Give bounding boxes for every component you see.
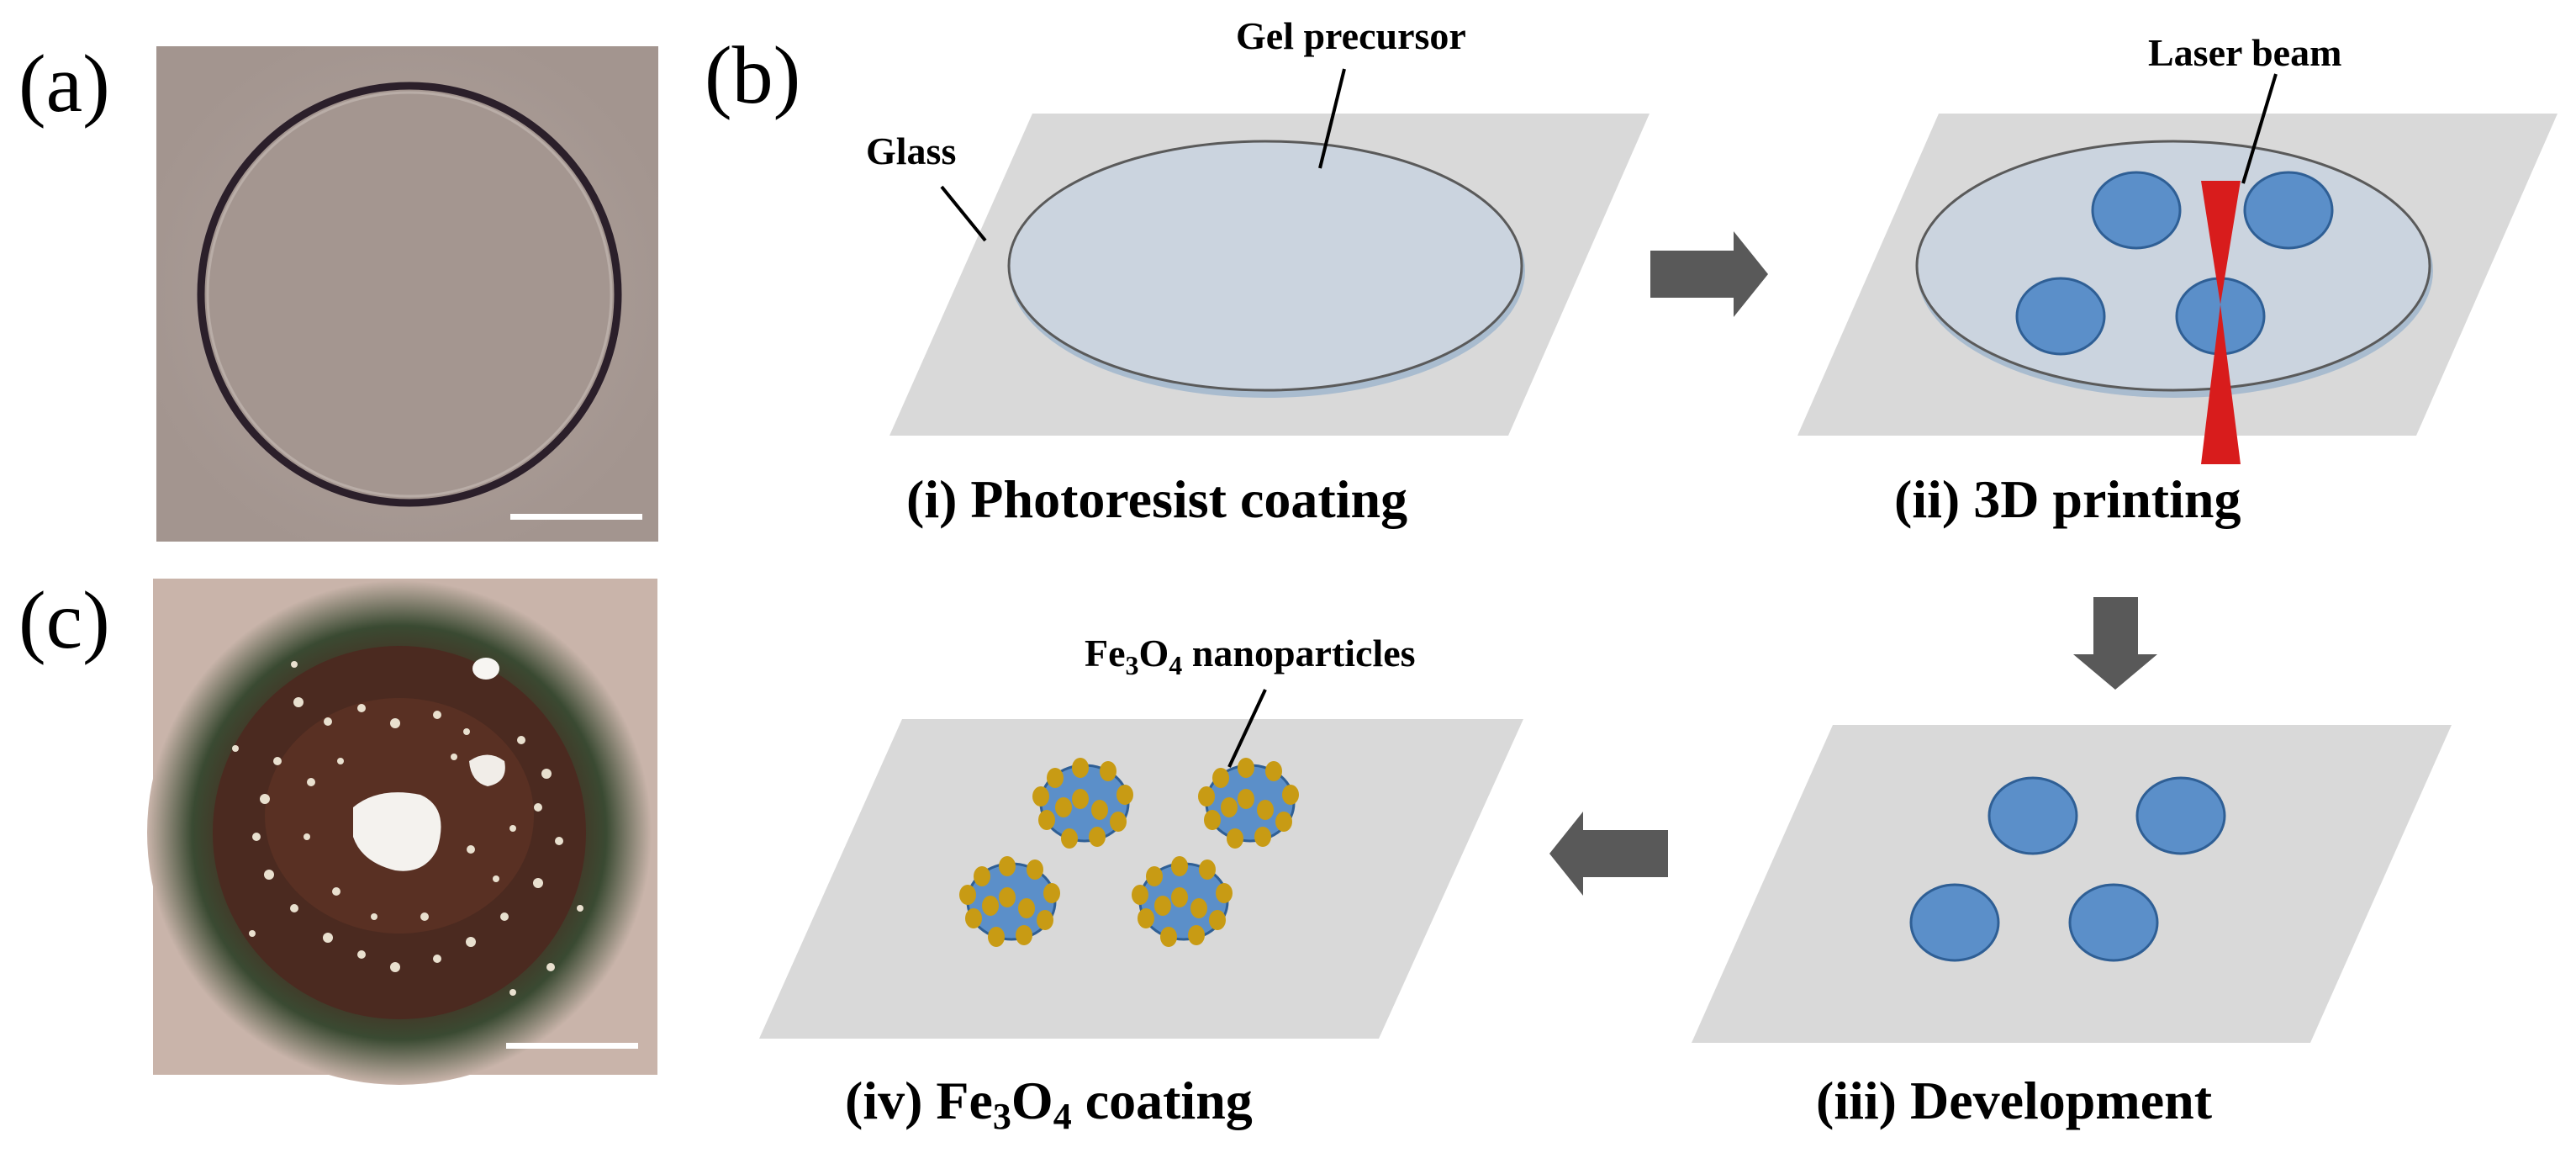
laser-beam-label: Laser beam <box>2148 31 2341 74</box>
developed-spheres <box>1909 776 2226 962</box>
nanoparticle <box>1032 786 1049 807</box>
nanoparticle <box>1204 810 1221 830</box>
nanoparticle <box>1091 800 1108 820</box>
step-2-3d-printing: Laser beam (ii) 3D printing <box>1797 31 2558 529</box>
nanoparticle <box>1138 908 1154 928</box>
nanoparticle <box>1018 898 1035 918</box>
scale-bar-c <box>506 1043 638 1049</box>
nanoparticle <box>1238 789 1254 809</box>
coated-spheres <box>959 758 1299 947</box>
glass-slide-3 <box>1692 725 2452 1043</box>
step-2-caption: (ii) 3D printing <box>1894 469 2241 529</box>
nanoparticle <box>1055 797 1072 817</box>
scale-bar-a <box>510 514 642 520</box>
panel-b-label: (b) <box>705 30 800 121</box>
nanoparticle <box>982 896 999 916</box>
nanoparticle <box>1100 761 1116 781</box>
micrograph-a <box>156 46 658 542</box>
laser-beam <box>2201 181 2241 464</box>
nanoparticle <box>1072 789 1089 809</box>
nanoparticle <box>1027 859 1043 880</box>
step-4-caption: (iv) Fe3O4 coating <box>845 1071 1253 1137</box>
nanoparticle <box>1037 910 1053 930</box>
arrow-left <box>1549 812 1668 896</box>
nanoparticle <box>1275 812 1292 832</box>
nanoparticle <box>1047 768 1064 788</box>
nanoparticle <box>1257 800 1274 820</box>
nanoparticle <box>1216 883 1233 903</box>
nanoparticle <box>1171 856 1188 876</box>
glass-slide-4 <box>759 719 1523 1039</box>
gel-layer-2 <box>1915 140 2431 392</box>
step-4-fe3o4-coating: Fe3O4 nanoparticles (iv) Fe3O4 coating <box>759 632 1523 1137</box>
nanoparticles-label: Fe3O4 nanoparticles <box>1085 632 1416 680</box>
nanoparticle <box>1132 885 1148 905</box>
panel-c-label: (c) <box>18 575 110 666</box>
glass-pointer <box>940 185 987 242</box>
nanoparticle <box>1171 887 1188 907</box>
nanoparticles-pointer <box>1227 689 1267 768</box>
nanoparticle <box>1212 768 1229 788</box>
nanoparticle <box>1072 758 1089 778</box>
step-1-caption: (i) Photoresist coating <box>906 469 1407 529</box>
nanoparticle <box>1190 898 1207 918</box>
nanoparticle <box>1227 828 1243 849</box>
nanoparticle <box>999 856 1016 876</box>
nanoparticle <box>974 866 990 886</box>
nanoparticle <box>1238 758 1254 778</box>
nanoparticle <box>1154 896 1171 916</box>
nanoparticle <box>1199 859 1216 880</box>
laser-beam-pointer <box>2241 73 2278 184</box>
gel-precursor-pointer <box>1318 68 1346 169</box>
nanoparticle <box>959 885 976 905</box>
nanoparticle <box>1061 828 1078 849</box>
nanoparticle <box>1146 866 1163 886</box>
nanoparticle <box>1282 785 1299 805</box>
nanoparticle <box>965 908 982 928</box>
nanoparticle <box>988 927 1005 947</box>
nanoparticle <box>1188 925 1205 945</box>
nanoparticle <box>1038 810 1055 830</box>
nanoparticle <box>1198 786 1215 807</box>
arrow-down <box>2073 597 2157 690</box>
nanoparticle <box>1160 927 1177 947</box>
step-3-development: (iii) Development <box>1692 725 2452 1130</box>
panel-a-label: (a) <box>18 39 110 130</box>
nanoparticle <box>1110 812 1127 832</box>
nanoparticle <box>1265 761 1282 781</box>
nanoparticle <box>1209 910 1226 930</box>
particles-c <box>232 661 583 996</box>
nanoparticle <box>1116 785 1133 805</box>
glass-label: Glass <box>866 130 956 172</box>
arrow-right <box>1650 231 1768 317</box>
nanoparticle <box>1043 883 1060 903</box>
gel-precursor-label: Gel precursor <box>1236 14 1466 57</box>
micrograph-c <box>147 579 657 1085</box>
nanoparticle <box>1016 925 1032 945</box>
nanoparticle <box>1089 827 1106 847</box>
nanoparticle <box>1221 797 1238 817</box>
step-3-caption: (iii) Development <box>1816 1071 2213 1130</box>
nanoparticle <box>999 887 1016 907</box>
nanoparticle <box>1254 827 1271 847</box>
step-1-photoresist-coating: Glass Gel precursor (i) Photoresist coat… <box>866 14 1650 529</box>
